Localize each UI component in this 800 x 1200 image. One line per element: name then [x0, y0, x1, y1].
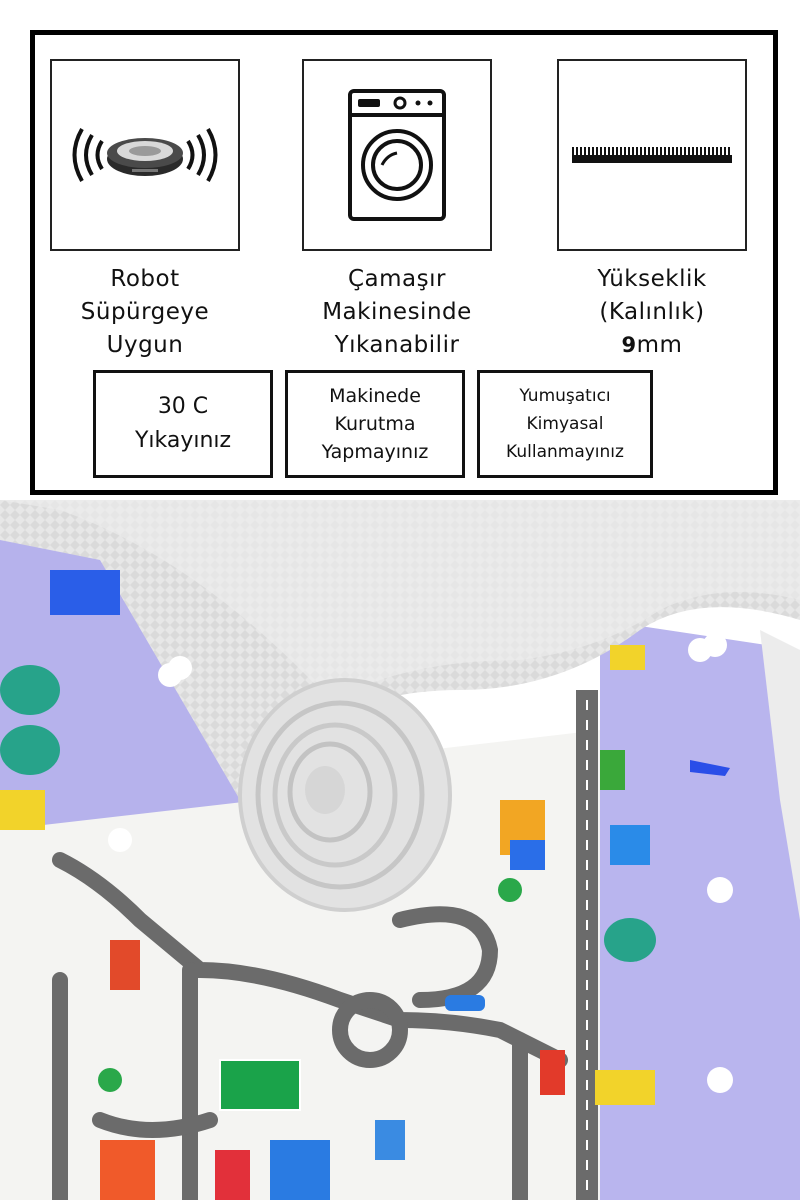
feature-washing-line-3: Yıkanabilir — [334, 332, 460, 358]
care-dry-line-1: Makinede — [329, 385, 421, 407]
rug-roll — [238, 678, 452, 912]
care-softener-line-2: Kimyasal — [526, 414, 604, 434]
care-no-tumble-dry: Makinede Kurutma Yapmayınız — [285, 370, 465, 478]
washing-machine-icon — [348, 89, 446, 221]
feature-robot-label: Robot Süpürgeye Uygun — [20, 263, 270, 362]
care-no-softener: Yumuşatıcı Kimyasal Kullanmayınız — [477, 370, 653, 478]
rug-right-curl — [760, 630, 800, 920]
feature-height-label: Yükseklik (Kalınlık) 9mm — [527, 263, 777, 362]
rug-illustration — [0, 500, 800, 1200]
robot-vacuum-box — [50, 59, 240, 251]
care-wash-line-1: 30 C — [157, 394, 209, 419]
rolled-rug-photo — [0, 500, 800, 1200]
washing-machine-box — [302, 59, 492, 251]
care-softener-line-1: Yumuşatıcı — [519, 386, 611, 406]
border-items-right — [595, 633, 733, 1105]
pile-height-box — [557, 59, 747, 251]
feature-robot-line-3: Uygun — [106, 332, 184, 358]
rug-map-surface — [0, 730, 600, 1200]
feature-height-unit: mm — [636, 332, 683, 358]
care-dry-line-3: Yapmayınız — [321, 441, 429, 463]
rug-right-border — [600, 620, 800, 1200]
robot-vacuum-icon — [72, 128, 218, 182]
feature-washing-line-1: Çamaşır — [348, 266, 446, 292]
feature-height-value: 9 — [621, 333, 637, 357]
border-items-left — [0, 570, 192, 852]
feature-robot-line-2: Süpürgeye — [80, 299, 210, 325]
care-softener-line-3: Kullanmayınız — [506, 442, 624, 462]
feature-height-value-line: 9mm — [527, 329, 777, 362]
map-items — [98, 800, 565, 1200]
care-dry-line-2: Kurutma — [334, 413, 416, 435]
feature-height-line-2: (Kalınlık) — [599, 299, 705, 325]
care-wash-30c: 30 C Yıkayınız — [93, 370, 273, 478]
feature-washing-label: Çamaşır Makinesinde Yıkanabilir — [272, 263, 522, 362]
feature-robot-line-1: Robot — [110, 266, 180, 292]
pile-height-icon — [572, 147, 732, 163]
feature-height-line-1: Yükseklik — [597, 266, 707, 292]
product-features-panel: Robot Süpürgeye Uygun Çamaşır Makinesind… — [30, 30, 778, 495]
feature-washing-line-2: Makinesinde — [322, 299, 472, 325]
care-wash-line-2: Yıkayınız — [134, 428, 232, 453]
